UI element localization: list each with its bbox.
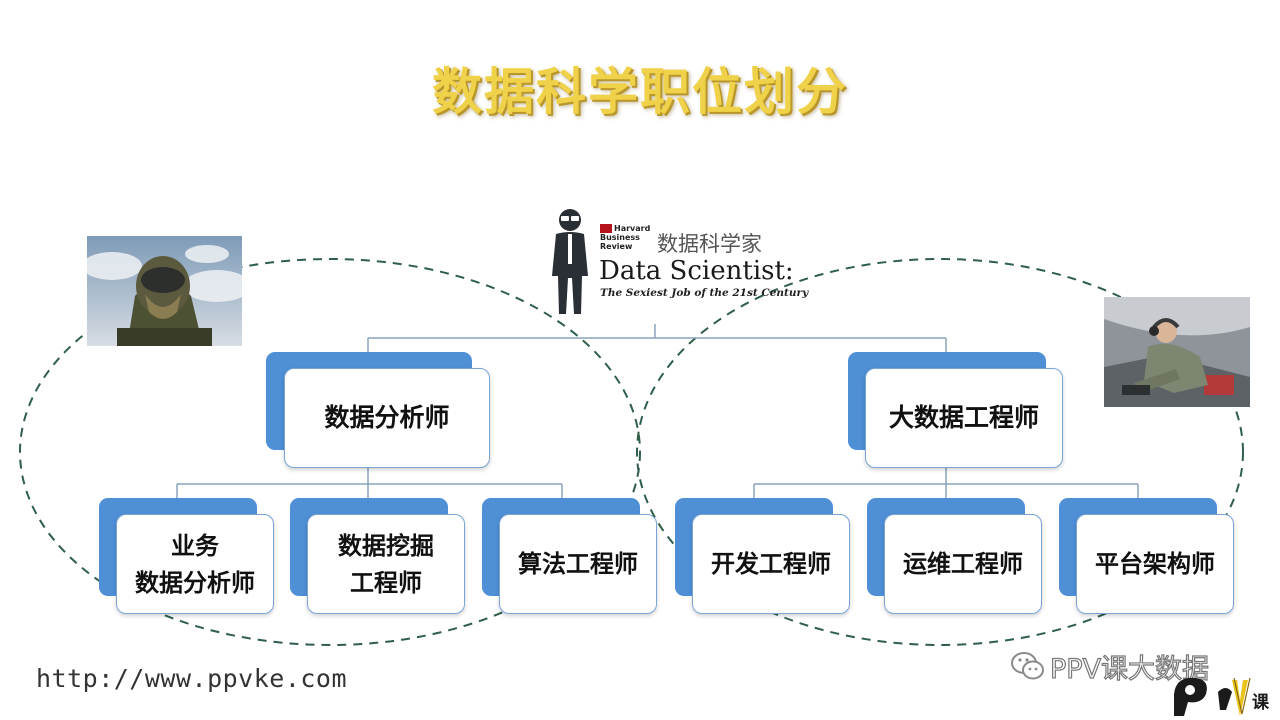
pilot-photo xyxy=(87,236,242,346)
left-group-ellipse xyxy=(19,258,641,646)
hbr-logo-mark xyxy=(600,224,612,233)
wechat-icon xyxy=(1011,652,1044,680)
node-data-mining-line2: 工程师 xyxy=(350,568,422,597)
node-bigdata-engineer-label: 大数据工程师 xyxy=(865,368,1063,468)
data-scientist-subheadline: The Sexiest Job of the 21st Century xyxy=(600,287,809,299)
node-business-analyst-line2: 数据分析师 xyxy=(135,568,255,597)
node-algorithm-engineer: 算法工程师 xyxy=(482,498,660,616)
node-data-analyst: 数据分析师 xyxy=(266,352,492,470)
engineer-photo xyxy=(1104,297,1250,407)
node-business-analyst-line1: 业务 xyxy=(171,530,219,560)
node-platform-architect: 平台架构师 xyxy=(1059,498,1237,616)
ppv-logo-char: 课 xyxy=(1252,693,1269,713)
node-data-mining-line1: 数据挖掘 xyxy=(338,530,434,560)
node-dev-engineer-label: 开发工程师 xyxy=(692,514,850,614)
top-connector xyxy=(367,324,947,354)
node-data-analyst-label: 数据分析师 xyxy=(284,368,490,468)
node-ops-engineer-label: 运维工程师 xyxy=(884,514,1042,614)
data-scientist-card xyxy=(542,204,782,324)
node-bigdata-engineer: 大数据工程师 xyxy=(848,352,1074,470)
pilot-image xyxy=(87,236,242,346)
right-subtree-connector xyxy=(753,468,1139,500)
node-algorithm-engineer-label: 算法工程师 xyxy=(499,514,657,614)
ppv-logo xyxy=(1174,677,1251,716)
hbr-logo-line3: Review xyxy=(600,242,633,251)
hbr-logo: Harvard Business Review xyxy=(600,224,652,251)
right-group-ellipse xyxy=(636,258,1244,646)
scientist-figure-icon xyxy=(552,209,588,314)
left-subtree-connector xyxy=(176,468,563,500)
hbr-logo-line2: Business xyxy=(600,233,640,242)
slide-title: 数据科学职位划分 xyxy=(432,62,848,121)
data-scientist-headline: Data Scientist: xyxy=(599,256,794,286)
node-data-mining-engineer: 数据挖掘 工程师 xyxy=(290,498,468,616)
node-ops-engineer: 运维工程师 xyxy=(867,498,1045,616)
node-business-analyst: 业务 数据分析师 xyxy=(99,498,277,616)
footer-url[interactable]: http://www.ppvke.com xyxy=(36,664,348,693)
node-data-mining-engineer-label: 数据挖掘 工程师 xyxy=(307,514,465,614)
node-platform-architect-label: 平台架构师 xyxy=(1076,514,1234,614)
hbr-logo-line1: Harvard xyxy=(614,224,651,233)
data-scientist-cn-label: 数据科学家 xyxy=(657,232,762,256)
node-dev-engineer: 开发工程师 xyxy=(675,498,853,616)
engineer-image xyxy=(1104,297,1250,407)
node-business-analyst-label: 业务 数据分析师 xyxy=(116,514,274,614)
